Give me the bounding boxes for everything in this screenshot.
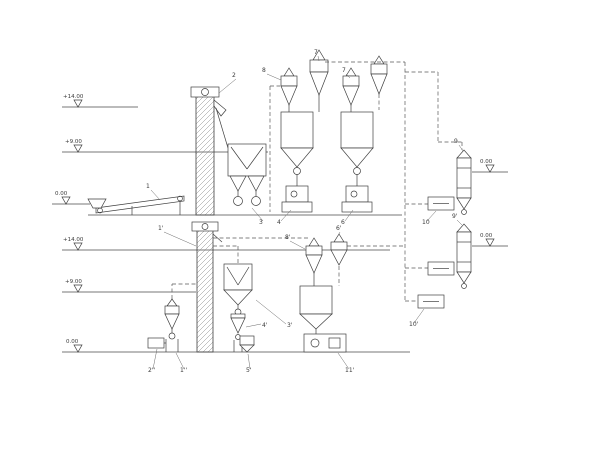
callout-3-prime: 3' bbox=[287, 322, 293, 329]
elevation-marker-top-14: +14.00 bbox=[63, 94, 84, 108]
small-hopper-5-prime bbox=[239, 335, 255, 353]
fan-box-10-prime bbox=[417, 294, 445, 309]
elevation-label: 0.00 bbox=[480, 233, 493, 239]
sieve-unit-3 bbox=[215, 107, 267, 206]
elevation-label: 0.00 bbox=[55, 191, 68, 197]
bucket-elevator-1-prime bbox=[191, 221, 223, 353]
elevation-label: +9.00 bbox=[65, 139, 82, 145]
small-cyclone-stand-2pp bbox=[164, 298, 180, 352]
vessel-9-prime bbox=[456, 223, 472, 289]
feeder-box-left bbox=[147, 337, 166, 349]
callout-11-prime: 11' bbox=[345, 367, 355, 374]
inclined-conveyor bbox=[87, 195, 185, 215]
callout-6-prime: 6' bbox=[336, 225, 342, 232]
callouts-top: 1 2 3 4 6 8 7 7 9 9' 10 10' bbox=[146, 49, 464, 328]
bin-machine-assembly-6 bbox=[340, 111, 374, 213]
elevation-marker-top-0: 0.00 bbox=[55, 191, 71, 205]
elevation-marker-right-lower: 0.00 bbox=[480, 233, 495, 247]
callout-7a: 7 bbox=[314, 49, 318, 56]
small-cyclone-6-prime bbox=[330, 233, 348, 266]
cyclone-top-1 bbox=[280, 67, 298, 112]
callouts-bottom: 1' 8' 6' 3' 4' 2'' 1'' 5' 11' bbox=[148, 225, 355, 374]
duct-network-bottom bbox=[171, 237, 340, 299]
callout-4-prime: 4' bbox=[262, 322, 268, 329]
callout-1-prime: 1' bbox=[158, 225, 164, 232]
bin-machine-assembly-4 bbox=[280, 111, 314, 213]
callout-1-double-prime: 1'' bbox=[180, 367, 187, 374]
elevation-marker-right-upper: 0.00 bbox=[480, 159, 495, 173]
callout-7b: 7 bbox=[342, 67, 346, 74]
fan-box-10-lower bbox=[427, 261, 455, 276]
elevation-label: +14.00 bbox=[63, 237, 84, 243]
callout-2: 2 bbox=[232, 72, 236, 79]
elevation-marker-bottom-14: +14.00 bbox=[63, 237, 84, 251]
callout-6: 6 bbox=[341, 219, 345, 226]
callout-10: 10 bbox=[422, 219, 430, 226]
callout-2-double-prime: 2'' bbox=[148, 367, 155, 374]
elevation-level-lines bbox=[52, 106, 508, 353]
callout-10-prime: 10' bbox=[409, 321, 419, 328]
press-machine-11-prime bbox=[303, 333, 347, 353]
callout-8: 8 bbox=[262, 67, 266, 74]
fan-box-10-upper bbox=[427, 196, 455, 211]
callout-4: 4 bbox=[277, 219, 281, 226]
callout-9-prime: 9' bbox=[452, 213, 458, 220]
bucket-elevator-2 bbox=[190, 86, 227, 216]
cyclone-top-4 bbox=[370, 55, 388, 110]
elevation-marker-bottom-9: +9.00 bbox=[65, 279, 83, 293]
elevation-label: +14.00 bbox=[63, 94, 84, 100]
screen-bin-3-prime bbox=[223, 263, 253, 316]
callout-3: 3 bbox=[259, 219, 263, 226]
cyclone-8-prime bbox=[305, 237, 323, 286]
surge-bin-center bbox=[299, 285, 333, 334]
elevation-marker-top-9: +9.00 bbox=[65, 139, 83, 153]
elevation-marker-bottom-0: 0.00 bbox=[66, 339, 83, 353]
callout-5-prime: 5' bbox=[246, 367, 252, 374]
cyclone-top-3 bbox=[342, 67, 360, 112]
elevation-label: +9.00 bbox=[65, 279, 82, 285]
elevation-label: 0.00 bbox=[480, 159, 493, 165]
elevation-label: 0.00 bbox=[66, 339, 79, 345]
callout-9: 9 bbox=[454, 138, 458, 145]
cyclone-top-2 bbox=[309, 49, 329, 112]
duct-network-top bbox=[269, 61, 463, 302]
vessel-9 bbox=[456, 149, 472, 215]
callout-8-prime: 8' bbox=[285, 234, 291, 241]
callout-1: 1 bbox=[146, 183, 150, 190]
